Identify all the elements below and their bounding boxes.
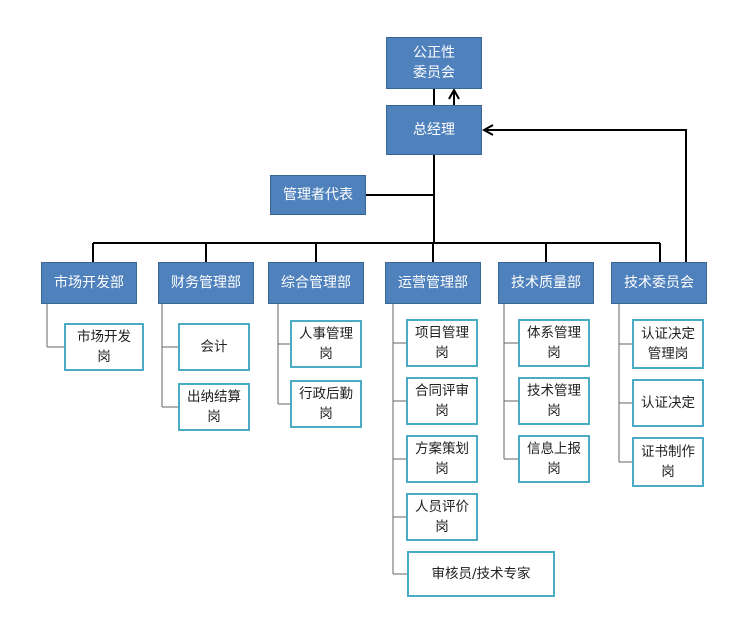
post-box: 市场开发岗 bbox=[64, 323, 144, 371]
post-box: 信息上报岗 bbox=[518, 435, 590, 483]
post-box-text: 方案策划 bbox=[415, 441, 469, 457]
general-manager-box-text: 总经理 bbox=[413, 122, 455, 138]
post-box-text: 岗 bbox=[435, 461, 449, 477]
department-box: 财务管理部 bbox=[158, 262, 254, 304]
department-box-text: 市场开发部 bbox=[54, 275, 124, 291]
post-box-text: 认证决定 bbox=[641, 395, 695, 411]
post-box-text: 审核员/技术专家 bbox=[431, 566, 531, 582]
post-box-text: 市场开发 bbox=[77, 329, 131, 345]
department-box-text: 财务管理部 bbox=[171, 275, 241, 291]
department-box: 综合管理部 bbox=[268, 262, 364, 304]
department-box: 技术委员会 bbox=[611, 262, 707, 304]
post-box-text: 人事管理 bbox=[299, 326, 353, 342]
feedback-arrow-line bbox=[484, 130, 687, 262]
post-box-text: 管理岗 bbox=[647, 346, 689, 362]
post-box-text: 体系管理 bbox=[527, 325, 581, 341]
post-box-text: 会计 bbox=[200, 339, 228, 355]
department-box-text: 技术委员会 bbox=[624, 275, 694, 291]
post-box-text: 岗 bbox=[661, 464, 675, 480]
post-box-text: 信息上报 bbox=[527, 441, 581, 457]
post-box-text: 技术管理 bbox=[527, 383, 581, 399]
post-box: 审核员/技术专家 bbox=[407, 551, 555, 597]
committee-box-text: 委员会 bbox=[413, 65, 455, 81]
post-box-text: 岗 bbox=[435, 345, 449, 361]
post-box-text: 岗 bbox=[207, 409, 221, 425]
department-box-text: 综合管理部 bbox=[281, 275, 351, 291]
post-box-text: 项目管理 bbox=[415, 325, 469, 341]
post-box-text: 岗 bbox=[547, 345, 561, 361]
post-box-text: 认证决定 bbox=[641, 326, 695, 342]
post-box: 方案策划岗 bbox=[406, 435, 478, 483]
committee-box-text: 公正性 bbox=[413, 45, 455, 61]
department-box: 运营管理部 bbox=[385, 262, 481, 304]
post-box-text: 岗 bbox=[319, 346, 333, 362]
post-box: 项目管理岗 bbox=[406, 319, 478, 367]
post-box: 证书制作岗 bbox=[632, 437, 704, 487]
management-rep-box-text: 管理者代表 bbox=[283, 187, 353, 203]
post-box: 人员评价岗 bbox=[406, 493, 478, 541]
committee-box: 公正性委员会 bbox=[386, 37, 482, 89]
post-box: 认证决定 bbox=[632, 379, 704, 427]
post-box: 体系管理岗 bbox=[518, 319, 590, 367]
post-box-text: 行政后勤 bbox=[299, 386, 353, 402]
post-box: 会计 bbox=[178, 323, 250, 371]
post-box: 合同评审岗 bbox=[406, 377, 478, 425]
connector-lines bbox=[46, 89, 687, 575]
post-box-text: 岗 bbox=[435, 519, 449, 535]
post-box-text: 岗 bbox=[319, 406, 333, 422]
department-box-text: 技术质量部 bbox=[511, 275, 581, 291]
department-box: 技术质量部 bbox=[498, 262, 594, 304]
post-box: 行政后勤岗 bbox=[290, 380, 362, 428]
post-box-text: 岗 bbox=[547, 461, 561, 477]
post-box-text: 岗 bbox=[97, 349, 111, 365]
post-box-text: 合同评审 bbox=[415, 383, 469, 399]
post-box-text: 人员评价 bbox=[415, 499, 469, 515]
post-box: 技术管理岗 bbox=[518, 377, 590, 425]
post-box-text: 岗 bbox=[547, 403, 561, 419]
post-box-text: 证书制作 bbox=[641, 444, 695, 460]
post-box: 出纳结算岗 bbox=[178, 383, 250, 431]
department-box-text: 运营管理部 bbox=[398, 275, 468, 291]
post-box: 人事管理岗 bbox=[290, 320, 362, 368]
department-box: 市场开发部 bbox=[41, 262, 137, 304]
general-manager-box: 总经理 bbox=[386, 105, 482, 155]
post-box: 认证决定管理岗 bbox=[632, 319, 704, 369]
management-rep-box: 管理者代表 bbox=[270, 175, 366, 215]
post-box-text: 岗 bbox=[435, 403, 449, 419]
post-box-text: 出纳结算 bbox=[187, 389, 241, 405]
